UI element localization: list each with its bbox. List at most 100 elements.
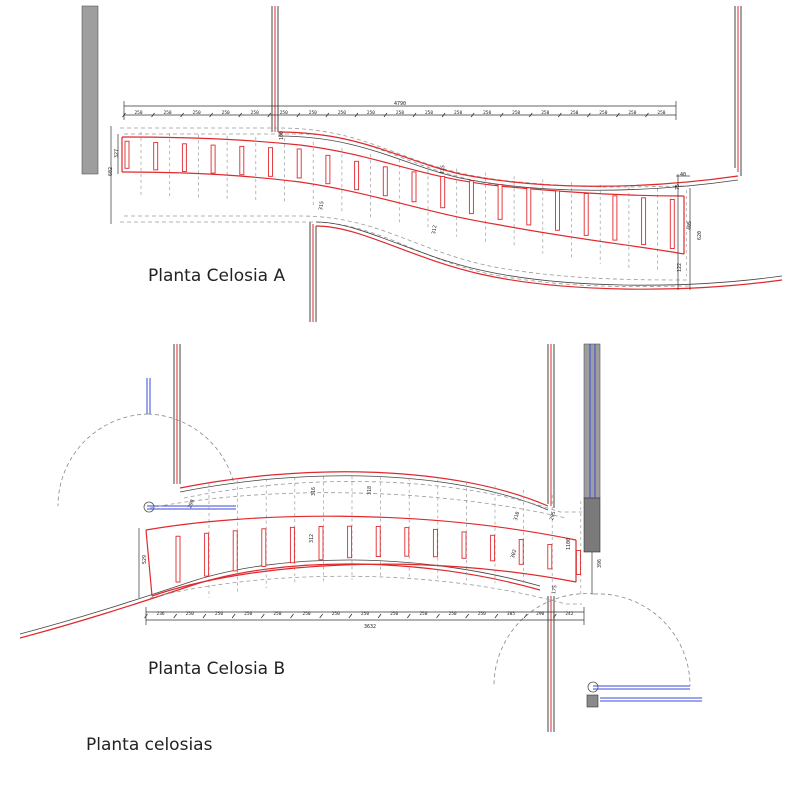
- slat-a: [440, 176, 446, 209]
- slat-a: [669, 198, 675, 249]
- dim-tick-a: [151, 112, 155, 118]
- wall-column-a: [81, 5, 99, 175]
- slat-a: [497, 184, 503, 220]
- walls-b: [173, 344, 555, 732]
- dim-top-a-b: 290: [187, 499, 196, 510]
- slat-b: [547, 544, 553, 570]
- dim-seg-b: 250: [215, 611, 223, 617]
- dim-right-h3-a: 122: [677, 263, 683, 272]
- dim-tick-a: [645, 112, 649, 118]
- slat-b: [232, 530, 238, 572]
- dim-right-top-a: 40: [680, 172, 686, 178]
- dim-left-h-b: 529: [142, 555, 148, 564]
- slat-b: [518, 539, 524, 565]
- slat-b: [432, 528, 438, 558]
- slat-b: [461, 531, 467, 559]
- dim-tick-a: [238, 112, 243, 118]
- dim-tick-a: [354, 112, 359, 118]
- dim-top-e-b: 295: [549, 511, 557, 521]
- dim-tick-a: [209, 112, 213, 118]
- dim-seg-b: 250: [390, 611, 398, 617]
- wall-column-b-mid: [583, 497, 601, 553]
- dim-tick-a: [587, 112, 591, 118]
- dim-right-h2-a: 620: [697, 231, 703, 240]
- dim-seg-b: 250: [273, 611, 281, 617]
- dimension-top-a: [123, 101, 677, 120]
- dim-tick-b: [552, 613, 557, 619]
- dim-tick-b: [348, 613, 353, 619]
- dim-right-h1-a: 405: [687, 221, 693, 230]
- dim-tick-b: [465, 613, 470, 619]
- dim-tick-a: [441, 112, 446, 118]
- slat-b: [261, 528, 267, 567]
- dim-tick-a: [499, 112, 504, 118]
- slat-a: [153, 142, 159, 171]
- dim-seg-b: 250: [419, 611, 427, 617]
- dim-tick-b: [319, 613, 324, 619]
- dim-seg-a: 250: [164, 110, 172, 116]
- dim-tick-b: [231, 613, 236, 619]
- dim-seg-b: 250: [244, 611, 252, 617]
- slat-b: [318, 526, 324, 561]
- dim-seg-a: 250: [251, 110, 259, 116]
- slat-a: [210, 144, 216, 174]
- dim-tick-b: [260, 613, 265, 619]
- dim-seg-a: 250: [367, 110, 375, 116]
- dim-tick-b: [523, 613, 528, 619]
- dim-tick-b: [494, 613, 499, 619]
- dim-top-tick-a: 100: [279, 131, 285, 140]
- wall-column-b-small: [586, 694, 599, 708]
- dim-seg-a: 250: [541, 110, 549, 116]
- dim-right-b-b: 175: [551, 585, 558, 595]
- dim-tick-a: [557, 112, 562, 118]
- dimension-bottom-b: [145, 607, 585, 625]
- slat-a: [268, 147, 273, 177]
- dim-top-d-b: 310: [513, 511, 521, 521]
- dim-seg-b: 250: [361, 611, 369, 617]
- dim-total-a: 4790: [394, 101, 406, 107]
- dim-seg-a: 250: [338, 110, 346, 116]
- dim-seg-a: 250: [193, 110, 201, 116]
- slat-a: [468, 180, 474, 215]
- slat-b: [289, 526, 295, 564]
- dim-seg-a: 250: [134, 110, 142, 116]
- dashed-outline-b: [149, 481, 582, 605]
- lattice-slats-a: [124, 140, 675, 249]
- dim-total-b: 3632: [364, 624, 376, 630]
- dim-tick-b: [290, 613, 294, 619]
- dim-seg-a: 250: [657, 110, 665, 116]
- dim-right-a-b: 1100: [566, 538, 572, 550]
- dim-mid-a-a: 135: [439, 165, 446, 175]
- slat-a: [411, 171, 417, 203]
- dim-tick-a: [325, 112, 330, 118]
- slat-b: [375, 526, 381, 557]
- dim-tick-b: [406, 613, 411, 619]
- dim-tick-a: [616, 112, 620, 118]
- slat-b: [575, 550, 581, 575]
- dim-seg-b: 290: [536, 611, 544, 617]
- dim-seg-a: 250: [309, 110, 317, 116]
- dim-seg-b: 250: [186, 611, 194, 617]
- door-swings-b: [57, 413, 691, 687]
- dim-top-c-b: 318: [367, 486, 373, 495]
- walls-a: [271, 6, 742, 322]
- slat-a: [382, 166, 388, 197]
- dim-tick-a: [412, 112, 417, 118]
- dashed-outline-a: [120, 127, 691, 287]
- label-celosia-a: Planta Celosia A: [148, 266, 286, 286]
- dim-right-c-b: 396: [597, 559, 603, 568]
- dim-seg-a: 250: [628, 110, 636, 116]
- dim-seg-b: 305: [507, 611, 515, 617]
- slat-b: [490, 534, 496, 562]
- dim-seg-a: 250: [396, 110, 404, 116]
- outer-curve-a: [277, 131, 783, 290]
- dim-seg-a: 250: [222, 110, 230, 116]
- dim-tick-a: [267, 112, 272, 118]
- slat-b: [404, 527, 410, 557]
- slat-b: [204, 532, 210, 577]
- dim-seg-a: 250: [599, 110, 607, 116]
- wall-column-b-top: [583, 343, 601, 499]
- dim-tick-a: [528, 112, 533, 118]
